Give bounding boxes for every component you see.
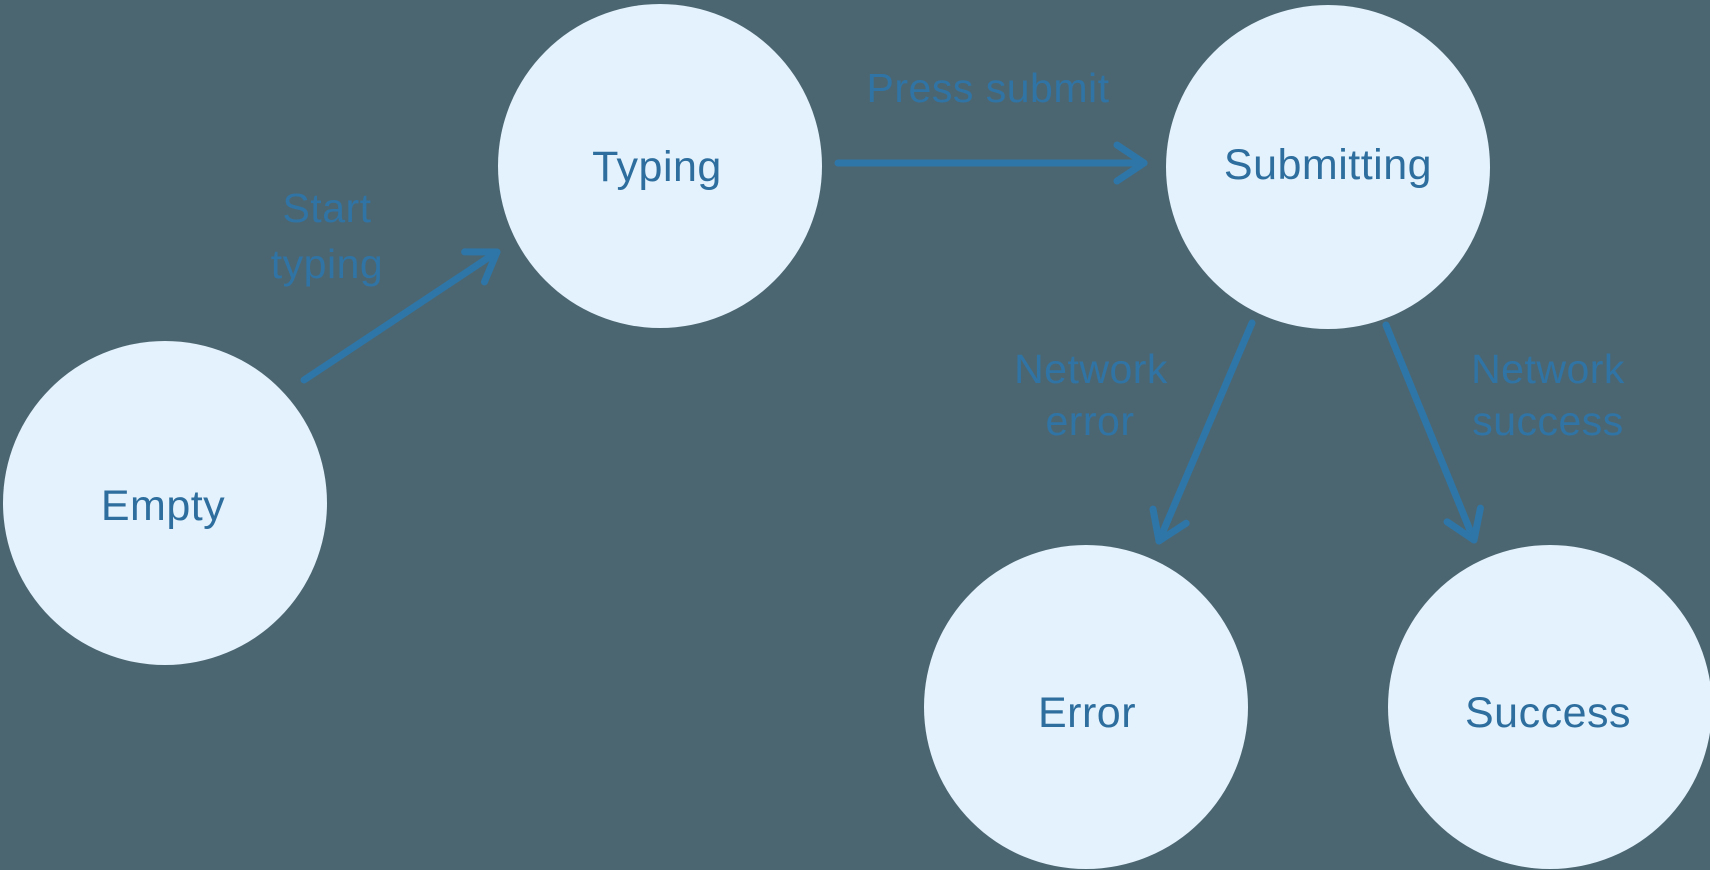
node-circle-submitting xyxy=(1166,5,1490,329)
node-submitting: Submitting xyxy=(1166,5,1490,329)
node-label-empty: Empty xyxy=(101,482,225,530)
node-label-error: Error xyxy=(1038,689,1136,737)
node-empty: Empty xyxy=(3,341,327,665)
edge-label-start-typing-line2: typing xyxy=(271,241,383,287)
node-circle-empty xyxy=(3,341,327,665)
node-circle-error xyxy=(924,545,1248,869)
node-label-typing: Typing xyxy=(592,143,722,191)
node-success: Success xyxy=(1388,545,1710,869)
edge-start-typing: Start typing xyxy=(271,185,501,384)
edge-network-success: Network success xyxy=(1382,321,1625,544)
edge-label-network-error-line2: error xyxy=(1045,398,1134,444)
edge-arrow-start-typing xyxy=(300,248,501,384)
node-label-submitting: Submitting xyxy=(1224,141,1432,189)
edge-label-network-error-line1: Network xyxy=(1014,346,1168,392)
node-circle-success xyxy=(1388,545,1710,869)
edge-label-network-success-line2: success xyxy=(1472,398,1624,444)
edge-label-press-submit-line1: Press submit xyxy=(867,65,1110,111)
node-typing: Typing xyxy=(498,4,822,328)
edge-arrow-network-error xyxy=(1149,319,1256,545)
edge-label-start-typing-line1: Start xyxy=(282,185,371,231)
edge-arrow-network-success xyxy=(1382,321,1484,544)
edge-label-network-success-line1: Network xyxy=(1471,346,1625,392)
node-error: Error xyxy=(924,545,1248,869)
edge-network-error: Network error xyxy=(1014,319,1256,545)
node-label-success: Success xyxy=(1465,689,1631,737)
node-circle-typing xyxy=(498,4,822,328)
edge-press-submit: Press submit xyxy=(834,65,1148,185)
